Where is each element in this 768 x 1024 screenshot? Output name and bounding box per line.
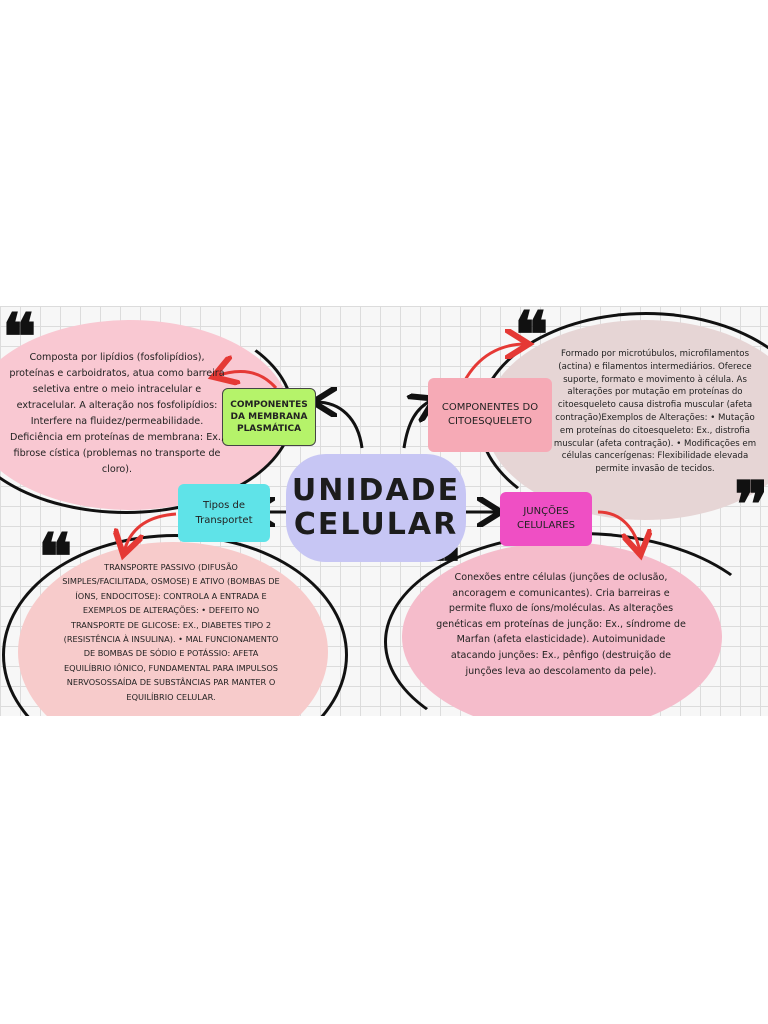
node-tipos-transporte: Tipos de Transportet: [178, 484, 270, 542]
note-membrana-text: Composta por lipídios (fosfolipídios), p…: [9, 352, 225, 475]
red-arrow-citoesqueleto-note: [462, 344, 526, 383]
node-membrana-label: COMPONENTES DA MEMBRANA PLASMÁTICA: [230, 400, 308, 434]
open-quote-icon: ❝: [2, 306, 37, 375]
connector-arrows: [0, 306, 768, 716]
red-arrow-transporte-note: [124, 512, 177, 552]
close-quote-icon: ❞: [734, 468, 768, 543]
node-citoesqueleto-label: COMPONENTES DO CITOESQUELETO: [441, 402, 539, 427]
note-citoesqueleto-text: Formado por microtúbulos, microfilamento…: [553, 349, 757, 475]
center-title-line1: UNIDADE: [291, 473, 461, 508]
arrow-to-membrana: [316, 402, 364, 449]
node-juncoes-celulares: JUNÇÕES CELULARES: [500, 492, 592, 546]
center-title-line2: CELULAR: [293, 507, 459, 542]
note-juncoes-text: Conexões entre células (junções de oclus…: [436, 572, 686, 677]
center-node-unidade-celular: UNIDADE CELULAR: [286, 454, 466, 562]
note-transporte-text: TRANSPORTE PASSIVO (DIFUSÃO SIMPLES/FACI…: [62, 562, 280, 702]
node-juncoes-label: JUNÇÕES CELULARES: [517, 506, 575, 531]
mind-map-board: ❝ ❝ ❞ ❝ ❝ UNIDADE CELULAR COMPONENTES DA…: [0, 306, 768, 716]
node-transporte-label: Tipos de Transportet: [195, 500, 253, 526]
open-quote-icon: ❝: [38, 520, 73, 595]
node-componentes-citoesqueleto: COMPONENTES DO CITOESQUELETO: [428, 378, 552, 452]
red-arrow-membrana-note: [216, 372, 278, 390]
node-componentes-membrana: COMPONENTES DA MEMBRANA PLASMÁTICA: [222, 388, 316, 446]
red-arrow-juncoes-note: [597, 510, 640, 552]
